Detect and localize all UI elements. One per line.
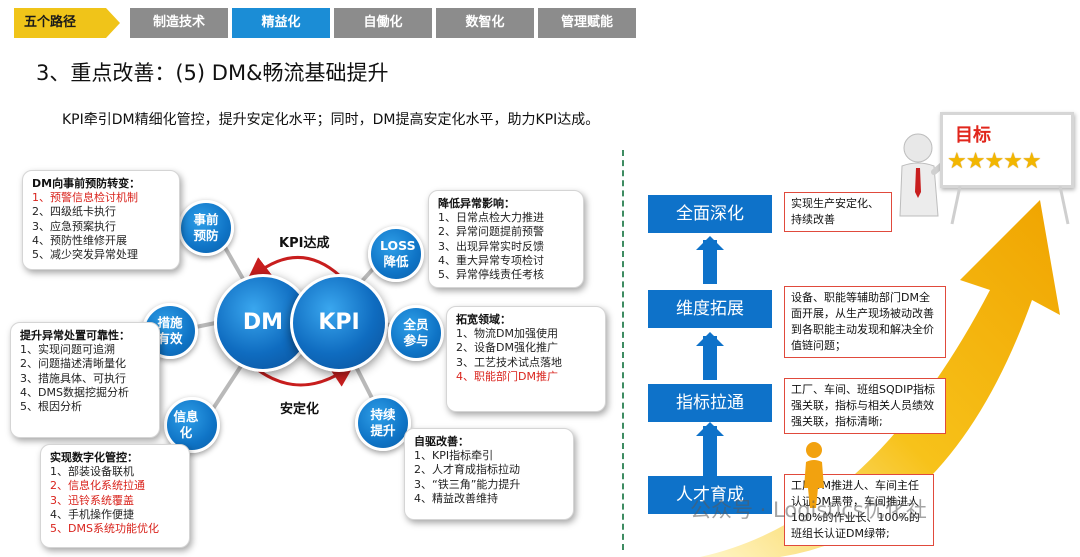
stage-align: 指标拉通 <box>648 384 772 422</box>
box-prevention: DM向事前预防转变： 1、预警信息检讨机制 2、四级纸卡执行 3、应急预案执行 … <box>22 170 180 270</box>
star-rating-icon: ★★★★★ <box>947 149 1042 174</box>
node-prevention: 事前预防 <box>178 200 234 256</box>
nav-section-label: 五个路径 <box>14 8 126 38</box>
stage-expand: 维度拓展 <box>648 290 772 328</box>
kpi-circle: KPI <box>290 274 388 372</box>
note-align: 工厂、车间、班组SQDIP指标强关联，指标与相关人员绩效强关联，指标清晰; <box>784 378 946 434</box>
tab-lean[interactable]: 精益化 <box>232 8 330 38</box>
tab-manufacturing-tech[interactable]: 制造技术 <box>130 8 228 38</box>
box-expand: 拓宽领域： 1、物流DM加强使用 2、设备DM强化推广 3、工艺技术试点落地 4… <box>446 306 606 412</box>
kpi-arrow-top <box>246 256 342 282</box>
tab-digital[interactable]: 数智化 <box>436 8 534 38</box>
top-nav: 五个路径 制造技术 精益化 自働化 数智化 管理赋能 <box>14 8 636 38</box>
note-deepen: 实现生产安定化、持续改善 <box>784 192 892 232</box>
node-informatization: 信息化 <box>164 397 220 453</box>
stage-deepen: 全面深化 <box>648 195 772 233</box>
ladder-stem <box>703 426 717 476</box>
board-legs <box>950 186 1070 225</box>
ladder-stem <box>703 336 717 380</box>
stability-arrow-bottom <box>257 363 355 387</box>
kpi-achieved-label: KPI达成 <box>279 236 330 251</box>
stage-talent: 人才育成 <box>648 476 772 514</box>
ladder-arrow-3 <box>696 422 724 436</box>
box-loss: 降低异常影响： 1、日常点检大力推进 2、异常问题提前预警 3、出现异常实时反馈… <box>428 190 584 288</box>
note-expand: 设备、职能等辅助部门DM全面开展，从生产现场被动改善到各职能主动发现和解决全价值… <box>784 286 946 358</box>
tab-jidoka[interactable]: 自働化 <box>334 8 432 38</box>
note-talent: 工厂DM推进人、车间主任认证DM黑带，车间推进人100%的作业长、100%的班组… <box>784 474 934 546</box>
section-divider <box>622 150 624 550</box>
target-board: 目标 ★★★★★ <box>940 112 1074 188</box>
ladder-stem <box>703 240 717 284</box>
page-title: 3、重点改善：(5) DM&畅流基础提升 <box>36 61 389 85</box>
ladder-arrow-1 <box>696 236 724 250</box>
tab-management[interactable]: 管理赋能 <box>538 8 636 38</box>
stability-label: 安定化 <box>280 402 320 417</box>
climbing-figure <box>804 442 824 508</box>
ladder-arrow-2 <box>696 332 724 346</box>
node-all-staff: 全员参与 <box>388 305 444 361</box>
watermark: 公众号 · Logistics优化社 <box>690 498 927 522</box>
box-digital: 实现数字化管控： 1、部装设备联机 2、信息化系统拉通 3、迅铃系统覆盖 4、手… <box>40 444 190 548</box>
intro-text: KPI牵引DM精细化管控，提升安定化水平；同时，DM提高安定化水平，助力KPI达… <box>62 112 600 128</box>
node-continuous: 持续提升 <box>355 395 411 451</box>
box-self-driven: 自驱改善： 1、KPI指标牵引 2、人才育成指标拉动 3、“铁三角”能力提升 4… <box>404 428 574 520</box>
target-title: 目标 <box>955 125 991 146</box>
box-measures: 提升异常处置可靠性： 1、实现问题可追溯 2、问题描述清晰量化 3、措施具体、可… <box>10 322 160 438</box>
